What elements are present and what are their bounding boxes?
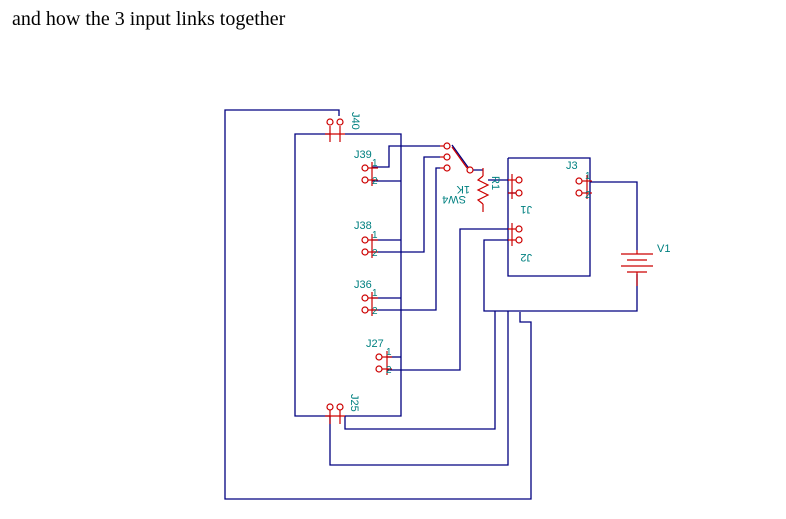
connector-j40: J40	[325, 112, 361, 142]
battery-v1: V1	[621, 243, 670, 286]
label-r1: R1	[489, 176, 501, 190]
j38-pin2: 2	[372, 248, 378, 259]
switch-sw4: SW4	[440, 142, 474, 205]
j36-pin1: 1	[372, 288, 378, 299]
wire-inner-left	[294, 133, 330, 417]
label-j36: J36	[354, 279, 372, 291]
label-r1-value: 1K	[456, 183, 470, 195]
wire-inner-right	[345, 133, 402, 417]
connector-j38: J38 1 2	[354, 220, 378, 259]
wires	[224, 109, 638, 500]
wire-v1-bottom	[483, 239, 638, 312]
caption: and how the 3 input links together	[12, 8, 286, 30]
label-j40: J40	[349, 112, 361, 130]
label-j39: J39	[354, 149, 372, 161]
connector-j39: J39 1 2	[354, 149, 378, 187]
wire-j3-to-v1	[590, 181, 638, 250]
j36-pin2: 2	[372, 306, 378, 317]
label-sw4: SW4	[442, 193, 466, 205]
j39-pin1: 1	[372, 158, 378, 169]
wire-j38-to-sw	[372, 156, 440, 253]
wire-sw-to-r1	[451, 144, 483, 171]
j38-pin1: 1	[372, 230, 378, 241]
j39-pin2: 2	[372, 176, 378, 187]
wire-j36-to-sw	[372, 167, 440, 311]
wire-j25-to-bus-b	[329, 311, 509, 466]
wire-j39-to-sw	[372, 145, 440, 168]
label-j2: J2	[520, 251, 532, 263]
j27-pin2: 2	[386, 365, 392, 376]
connector-j36: J36 1 2	[354, 279, 378, 317]
wire-board-box	[507, 157, 591, 277]
label-j1: J1	[520, 203, 532, 215]
j27-pin1: 1	[386, 347, 392, 358]
connector-j25: J25	[325, 394, 360, 424]
connector-j3: J3 1 2	[566, 160, 592, 201]
j3-pin2: 2	[585, 190, 591, 201]
j3-pin1: 1	[585, 171, 591, 182]
wire-outer-loop	[224, 109, 532, 500]
connector-j1: J1	[508, 174, 532, 215]
connector-j2: J2	[508, 223, 532, 263]
label-v1: V1	[657, 243, 670, 255]
label-j38: J38	[354, 220, 372, 232]
wire-j27-to-j2	[387, 228, 508, 371]
label-j27: J27	[366, 338, 384, 350]
label-j25: J25	[348, 394, 360, 412]
label-j3: J3	[566, 160, 578, 172]
wire-j25-to-bus-a	[344, 311, 496, 430]
connector-j27: J27 1 2	[366, 338, 392, 376]
resistor-r1: R1 1K	[456, 168, 501, 212]
